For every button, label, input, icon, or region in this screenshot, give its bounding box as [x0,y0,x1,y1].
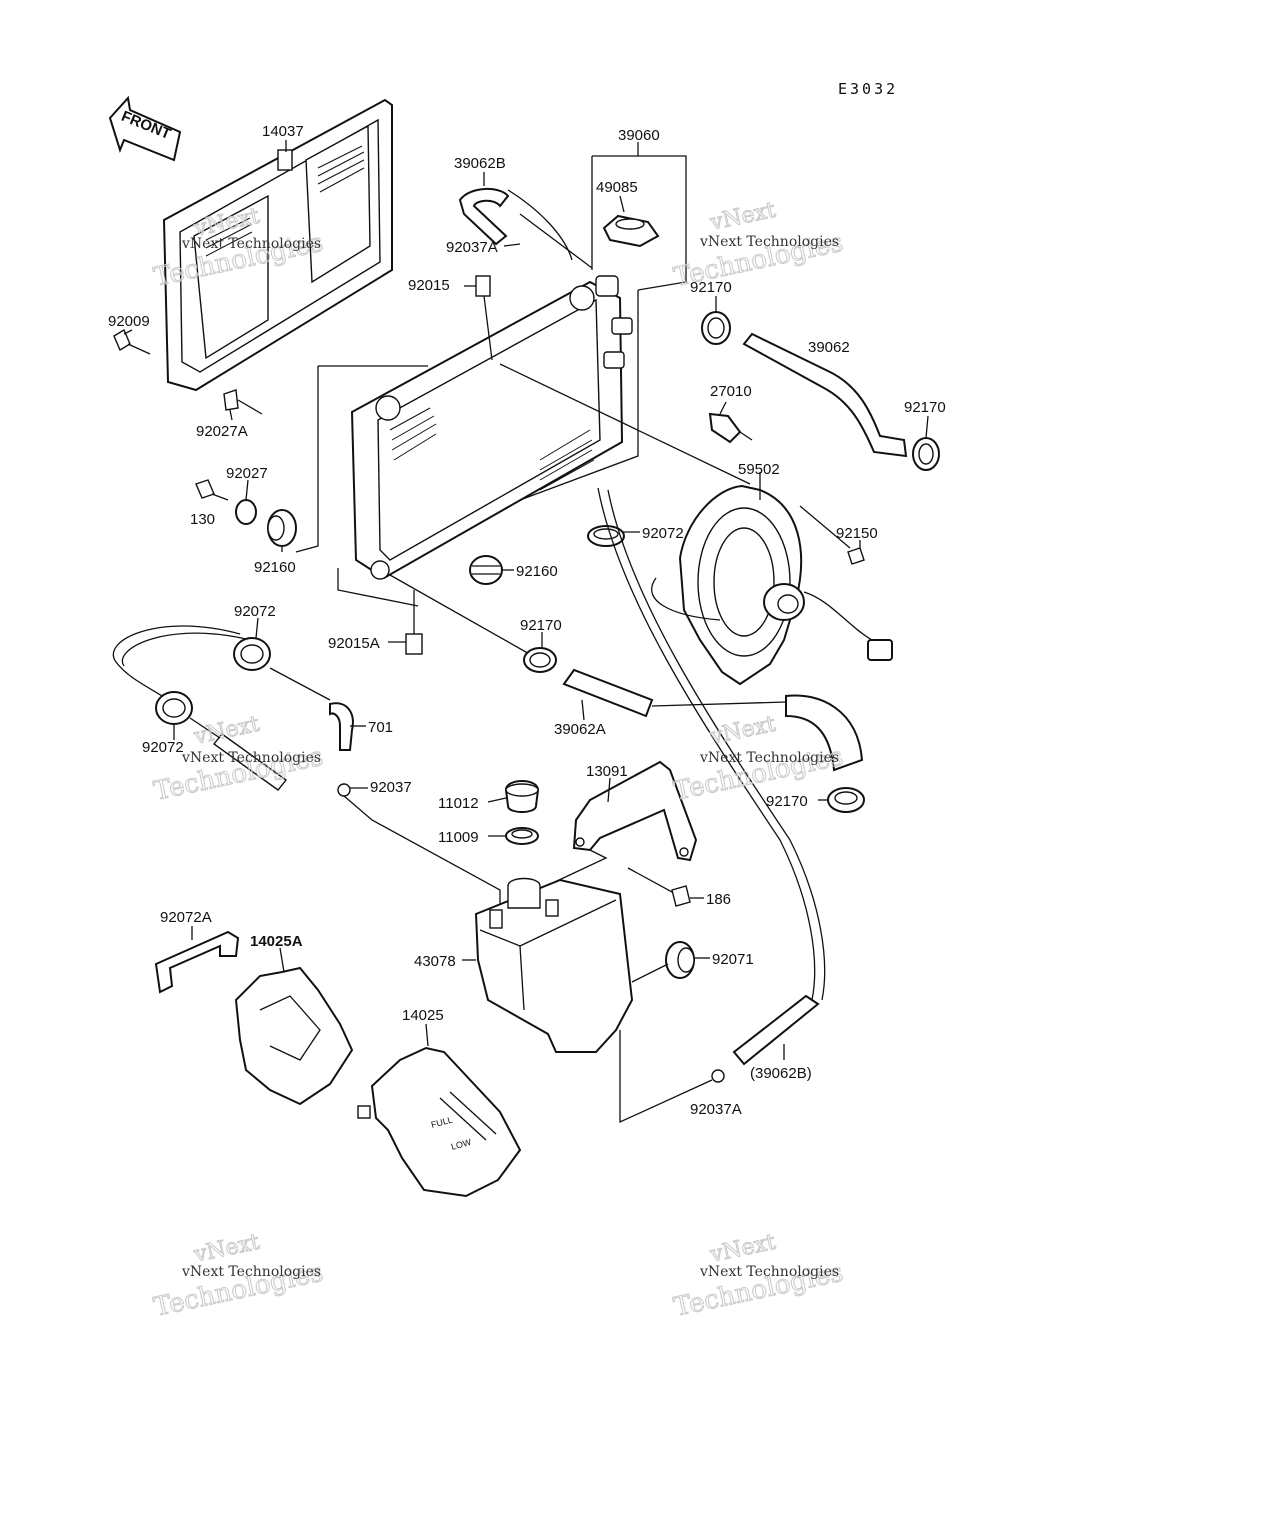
svg-text:vNext Technologies: vNext Technologies [181,750,321,766]
label-92015: 92015 [408,277,450,294]
hose-701 [269,667,354,751]
grommet-92160-center [469,555,503,585]
label-92150: 92150 [836,525,878,542]
watermark-bottom-left: vNext Technologies vNext Technologies [151,1229,327,1323]
label-92170-a: 92170 [690,279,732,296]
radiator-cap-49085 [602,214,660,248]
svg-text:vNext: vNext [707,198,778,236]
label-92071: 92071 [712,951,754,968]
band-92072A [154,930,240,994]
label-14037: 14037 [262,123,304,140]
collar-92027 [235,499,257,525]
label-59502: 59502 [738,461,780,478]
collar-92027A [223,389,263,415]
hose-clamp-92072-left-bottom [155,691,193,725]
cap-seal-11009 [505,827,539,845]
pipe-segment [189,717,288,791]
label-92072-a: 92072 [642,525,684,542]
label-92037A-bottom: 92037A [690,1101,742,1118]
label-11012: 11012 [438,795,479,812]
svg-text:vNext: vNext [191,1230,262,1268]
radiator-core [350,275,633,580]
svg-text:vNext Technologies: vNext Technologies [181,1264,321,1280]
cooling-fan-59502 [651,484,893,686]
radiator-assembly-bracket-lines [295,155,751,661]
svg-text:vNext Technologies: vNext Technologies [699,750,839,766]
label-92027A: 92027A [196,423,248,440]
label-49085: 49085 [596,179,638,196]
bolt-92009 [113,328,151,355]
breather-tube-left [112,625,251,697]
svg-text:vNext Technologies: vNext Technologies [699,1264,839,1280]
leader-lines [123,140,929,1060]
label-92072A: 92072A [160,909,212,926]
label-92037: 92037 [370,779,412,796]
label-92160-a: 92160 [254,559,296,576]
bolt-92150 [799,505,865,565]
label-39060: 39060 [618,127,660,144]
grommet-92071 [631,941,695,983]
bolt-186 [627,867,691,907]
label-13091: 13091 [586,763,628,780]
watermark-mid-left: vNext Technologies vNext Technologies [151,711,327,807]
label-39062B: 39062B [454,155,506,172]
upper-hose-39062B [458,188,573,261]
bracket-13091 [541,760,698,889]
overflow-tube [597,487,816,1001]
label-130: 130 [190,511,215,528]
lower-hose-39062B [732,994,820,1066]
hose-clamp-92170-lower [523,647,557,673]
radiator-screen-14037 [162,98,393,392]
label-27010: 27010 [710,383,752,400]
label-11009: 11009 [438,829,479,846]
part-labels: 14037 39060 39062B 49085 92037A 92015 92… [108,123,946,1118]
svg-text:vNext: vNext [707,712,778,750]
cover-14025: FULL LOW [357,1046,522,1198]
label-186: 186 [706,891,731,908]
hose-clamp-92170-upper [701,311,731,345]
label-92015A: 92015A [328,635,380,652]
clip-92015A [405,590,423,655]
label-39062B-paren: (39062B) [750,1065,812,1082]
label-39062: 39062 [808,339,850,356]
label-92072-b: 92072 [234,603,276,620]
label-701: 701 [368,719,393,736]
reservoir-tank-43078 [474,877,634,1053]
grommet-92160-left [267,509,297,547]
label-92170-c: 92170 [520,617,562,634]
label-39062A: 39062A [554,721,606,738]
watermark-bottom-right: vNext Technologies vNext Technologies [671,1229,847,1323]
radiator-hose-39062 [742,332,908,458]
label-92170-b: 92170 [904,399,946,416]
svg-text:vNext: vNext [707,1230,778,1268]
hose-clamp-92170-lower-right [827,787,865,813]
hose-39062A [562,668,864,772]
hose-clamp-92072-center [587,525,625,547]
bolt-130 [195,479,229,501]
label-92170-d: 92170 [766,793,808,810]
hose-clamp-92072-left-top [233,637,271,671]
label-14025A: 14025A [250,933,303,950]
label-92072-c: 92072 [142,739,184,756]
svg-text:vNext Technologies: vNext Technologies [699,234,839,250]
reservoir-cap-11012 [504,780,540,813]
label-92160-b: 92160 [516,563,558,580]
clip-92037A-lower [619,1030,725,1124]
label-14025: 14025 [402,1007,444,1024]
cover-14025A [234,966,354,1106]
fan-switch-27010 [708,412,753,444]
label-92027: 92027 [226,465,268,482]
hose-clamp-92170-right [912,437,940,471]
label-92037A-top: 92037A [446,239,498,256]
clip-92015 [475,275,493,361]
diagram-code: E3032 [838,80,898,98]
front-arrow-icon: FRONT [108,95,182,162]
svg-text:vNext Technologies: vNext Technologies [181,236,321,252]
label-43078: 43078 [414,953,456,970]
label-92009: 92009 [108,313,150,330]
